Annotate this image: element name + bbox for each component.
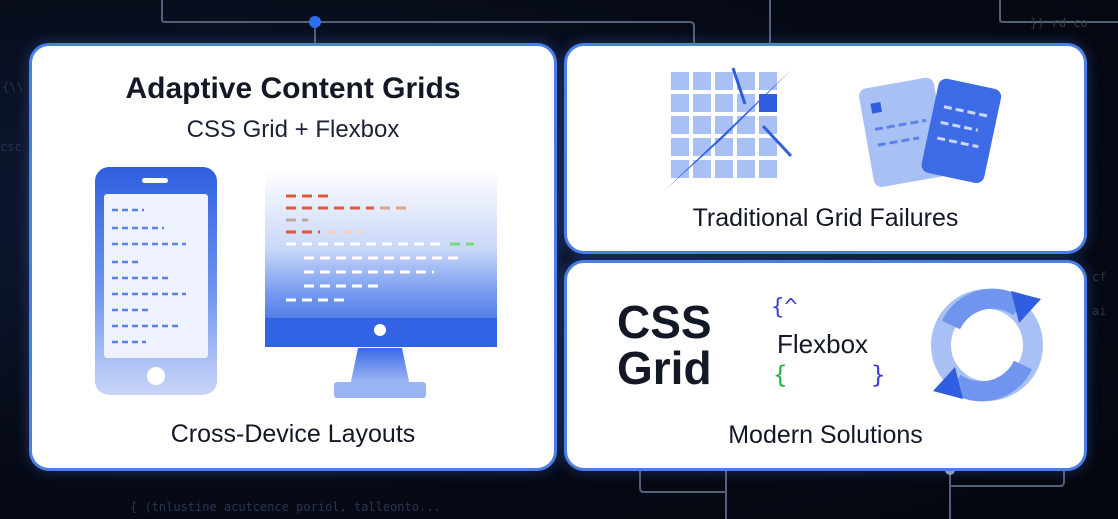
broken-cards-icon — [859, 77, 1002, 187]
refresh-cycle-icon — [931, 288, 1043, 402]
broken-grid-icon — [665, 67, 793, 190]
css-grid-label-line1: CSS — [617, 296, 712, 348]
failures-card: Traditional Grid Failures — [564, 43, 1087, 254]
flex-brace-left: { — [773, 361, 788, 389]
bg-code-left-1: {\\ — [2, 80, 24, 94]
bg-code-right-1: cf — [1092, 270, 1107, 284]
bg-code-left-2: csc — [0, 140, 22, 154]
flexbox-label: Flexbox — [777, 329, 869, 359]
main-card-subtitle: CSS Grid + Flexbox — [186, 116, 400, 143]
bg-code-top-right: }) rd co — [1030, 16, 1088, 30]
failures-card-caption: Traditional Grid Failures — [692, 204, 959, 232]
phone-illustration — [95, 167, 217, 395]
flex-brace-top: {^ — [771, 295, 798, 320]
main-card-title: Adaptive Content Grids — [125, 72, 461, 105]
solutions-card: CSS Grid {^ Flexbox { } Modern Solutions — [564, 260, 1087, 471]
solutions-card-caption: Modern Solutions — [728, 421, 923, 449]
css-grid-label-line2: Grid — [617, 342, 712, 394]
circuit-node-blue — [309, 16, 321, 28]
css-grid-label: CSS Grid — [617, 299, 712, 391]
monitor-illustration — [265, 169, 497, 398]
main-card-caption: Cross-Device Layouts — [170, 420, 416, 448]
bg-code-right-2: ai — [1092, 304, 1107, 318]
flex-brace-right: } — [871, 361, 886, 389]
main-card: Adaptive Content Grids CSS Grid + Flexbo… — [29, 43, 557, 471]
bg-code-bottom: { (tnlustine acutcence poriol, talleonto… — [130, 500, 441, 514]
